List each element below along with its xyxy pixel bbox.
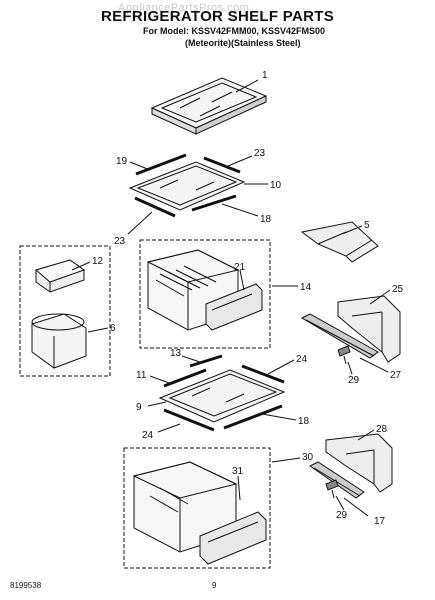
model-line: For Model: KSSV42FMM00, KSSV42FMS00 bbox=[143, 26, 326, 36]
leader-25 bbox=[369, 289, 391, 305]
leader-12 bbox=[71, 261, 91, 271]
callout-13: 13 bbox=[170, 348, 182, 359]
callout-11: 11 bbox=[136, 370, 147, 381]
callout-23-top: 23 bbox=[254, 148, 266, 159]
leader-19 bbox=[129, 161, 151, 171]
part-23-trim-bottom bbox=[134, 196, 176, 218]
leader-17 bbox=[343, 497, 369, 517]
part-6-bin bbox=[31, 313, 87, 369]
page-title: REFRIGERATOR SHELF PARTS bbox=[100, 8, 335, 25]
callout-17: 17 bbox=[374, 516, 386, 527]
leader-24a bbox=[267, 359, 295, 375]
callout-9: 9 bbox=[136, 402, 142, 413]
callout-29-top: 29 bbox=[348, 375, 360, 386]
callout-1: 1 bbox=[262, 70, 268, 81]
part-9-glass-shelf bbox=[158, 369, 286, 423]
callout-28: 28 bbox=[376, 424, 388, 435]
callout-18-bottom: 18 bbox=[298, 416, 310, 427]
watermark: AppliancePartsPros.com bbox=[118, 2, 250, 14]
callout-12: 12 bbox=[92, 256, 104, 267]
leader-11 bbox=[149, 375, 173, 385]
part-27-slide-rail bbox=[300, 313, 379, 359]
part-21-drawer-front bbox=[205, 283, 263, 331]
part-12-lid bbox=[34, 259, 86, 293]
page-number: 9 bbox=[212, 581, 217, 590]
leader-23b bbox=[127, 211, 153, 235]
callout-labels: 1 19 23 10 18 23 5 12 6 21 14 25 27 29 1… bbox=[92, 70, 404, 527]
leader-31 bbox=[237, 475, 241, 501]
part-10-glass-shelf bbox=[128, 161, 246, 211]
callout-10: 10 bbox=[270, 180, 282, 191]
leader-28 bbox=[357, 429, 375, 441]
part-31-drawer-front bbox=[199, 511, 267, 565]
part-30-crisper bbox=[132, 461, 238, 553]
box-parts-12-6 bbox=[19, 245, 111, 377]
leader-27 bbox=[359, 357, 389, 373]
callout-6: 6 bbox=[110, 323, 116, 334]
part-29-screw-top bbox=[337, 345, 351, 365]
callout-31: 31 bbox=[232, 466, 244, 477]
callout-29-bottom: 29 bbox=[336, 510, 348, 521]
callout-19: 19 bbox=[116, 156, 128, 167]
callout-21: 21 bbox=[234, 262, 246, 273]
part-18-trim bbox=[191, 194, 237, 212]
leader-5 bbox=[341, 225, 363, 235]
leader-23a bbox=[227, 155, 253, 167]
box-part-30 bbox=[123, 447, 271, 569]
callout-25: 25 bbox=[392, 284, 404, 295]
callout-18-top: 18 bbox=[260, 214, 272, 225]
callout-5: 5 bbox=[364, 220, 370, 231]
leader-1 bbox=[235, 79, 259, 93]
leader-21 bbox=[239, 269, 245, 291]
leader-30 bbox=[271, 457, 301, 463]
part-23-trim-top bbox=[203, 156, 241, 174]
callout-30: 30 bbox=[302, 452, 314, 463]
callout-24-top: 24 bbox=[296, 354, 308, 365]
part-29-screw-bottom bbox=[325, 479, 339, 499]
part-25-bracket bbox=[337, 295, 401, 363]
leader-24b bbox=[157, 423, 181, 433]
part-13-trim bbox=[189, 354, 223, 368]
callout-27: 27 bbox=[390, 370, 402, 381]
part-18-trim-bottom bbox=[223, 404, 283, 430]
box-part-14 bbox=[139, 239, 271, 349]
document-number: 8199538 bbox=[10, 581, 42, 590]
part-28-bracket bbox=[325, 433, 393, 493]
part-5-bracket bbox=[300, 221, 379, 263]
leader-29a bbox=[347, 361, 353, 375]
part-24-trim-bottom bbox=[163, 408, 215, 432]
leader-18b bbox=[261, 413, 297, 421]
callout-23-bottom: 23 bbox=[114, 236, 126, 247]
leader-6 bbox=[87, 327, 109, 333]
leader-29b bbox=[335, 495, 345, 511]
part-24-trim-top bbox=[241, 364, 285, 384]
part-19-trim bbox=[135, 153, 187, 176]
part-1-glass-shelf bbox=[150, 77, 268, 135]
leader-13 bbox=[181, 355, 201, 363]
callout-14: 14 bbox=[300, 282, 312, 293]
leader-18a bbox=[221, 203, 259, 217]
finish-line: (Meteorite)(Stainless Steel) bbox=[185, 38, 301, 48]
leader-9 bbox=[147, 401, 167, 407]
callout-24-bottom: 24 bbox=[142, 430, 154, 441]
